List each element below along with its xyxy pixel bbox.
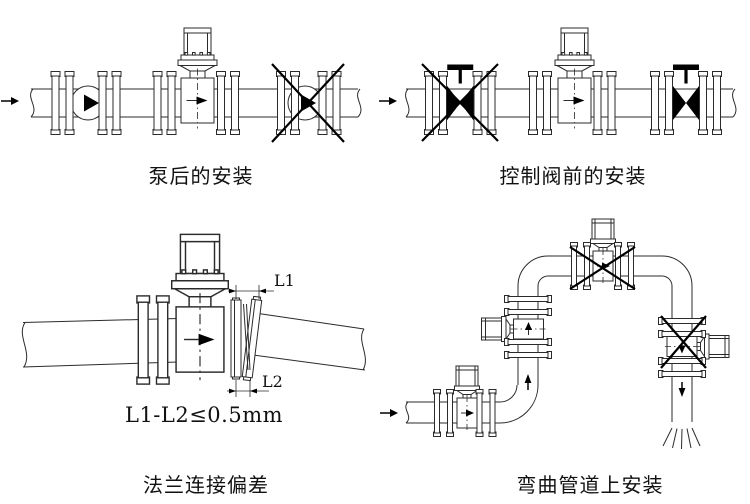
pipe-right xyxy=(252,312,366,371)
flange-pair xyxy=(504,338,552,359)
caption-bent-pipe: 弯曲管道上安装 xyxy=(516,475,664,497)
cross-mark xyxy=(660,315,707,369)
wedge-gap-lines xyxy=(243,303,251,371)
caption-flange-deviation: 法兰连接偏差 xyxy=(143,475,269,497)
flange-pair xyxy=(97,71,122,135)
dimension-l1 xyxy=(228,285,274,299)
flange-pair xyxy=(152,71,177,135)
flowmeter-icon xyxy=(554,27,595,129)
flow-direction-arrow xyxy=(378,96,398,106)
cross-mark xyxy=(271,63,345,143)
dim-label-l2: L2 xyxy=(262,372,283,391)
flange-pair xyxy=(472,71,497,135)
flange-pair xyxy=(592,71,617,135)
down-flow-arrow xyxy=(678,382,686,397)
flange-pair xyxy=(504,295,552,316)
flange-pair xyxy=(424,71,448,135)
flange-pair xyxy=(698,71,722,135)
cross-mark xyxy=(421,63,499,142)
flange-pair xyxy=(216,71,240,135)
flowmeter-icon xyxy=(171,233,229,381)
flange-pair xyxy=(528,71,552,135)
flowmeter-icon xyxy=(454,365,480,431)
flange-pair xyxy=(433,389,454,437)
control-valve-icon xyxy=(669,64,703,125)
diagram-flange-deviation xyxy=(21,233,366,397)
pipe-left xyxy=(21,318,179,368)
flow-direction-arrow xyxy=(0,96,20,106)
flange-pair xyxy=(50,71,75,135)
meter-flange-fixed xyxy=(230,297,242,380)
flowmeter-icon-prohibited xyxy=(664,333,730,360)
flow-direction-arrow xyxy=(379,408,399,418)
caption-after-pump: 泵后的安装 xyxy=(148,166,254,188)
flange-pair xyxy=(136,295,170,385)
flowmeter-icon xyxy=(177,27,218,129)
dim-label-l1: L1 xyxy=(274,271,295,290)
pipe-flange-tilted xyxy=(241,295,263,382)
flowmeter-icon-vertical xyxy=(481,316,546,342)
diagram-before-control-valve xyxy=(378,27,737,142)
diagram-after-pump xyxy=(0,27,362,143)
cross-mark xyxy=(569,246,636,290)
caption-before-control-valve: 控制阀前的安装 xyxy=(499,166,647,188)
up-flow-arrow xyxy=(524,374,532,390)
flange-pair xyxy=(475,389,497,437)
flange-pair xyxy=(650,71,674,135)
flange-tolerance-text: L1-L2≤0.5mm xyxy=(125,403,284,427)
discharge-spray-lines xyxy=(662,427,701,450)
diagram-bent-pipe xyxy=(379,218,730,450)
dimension-l2 xyxy=(227,380,269,397)
